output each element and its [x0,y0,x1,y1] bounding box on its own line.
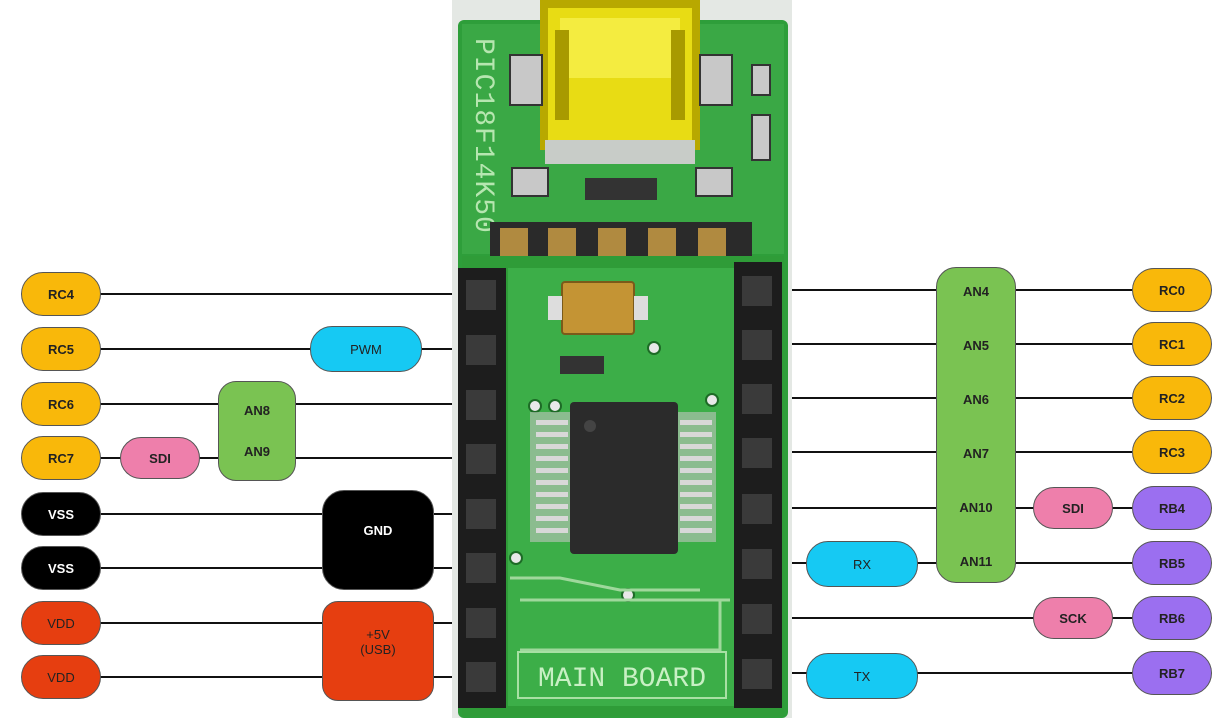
function-an6: AN6 [962,392,989,407]
pin-label-rb4: RB4 [1132,486,1212,530]
function-power-line2: (USB) [360,642,396,657]
function-pwm: PWM [310,326,422,372]
capacitor [561,281,635,335]
function-an5: AN5 [962,338,989,353]
function-an9: AN9 [243,444,270,459]
usb-pads [509,54,771,197]
pin-label-rc6: RC6 [21,382,101,426]
right-header-pins [734,262,782,708]
pin-label-rb6: RB6 [1132,596,1212,640]
function-an11: AN11 [959,554,993,569]
function-an7: AN7 [962,446,989,461]
pin-label-vss-1: VSS [21,492,101,536]
pin-label-vdd-2: VDD [21,655,101,699]
function-an10: AN10 [959,500,993,515]
function-power: +5V (USB) [322,601,434,701]
function-gnd: GND [322,490,434,590]
function-sdi-left: SDI [120,437,200,479]
chip-label: PIC18F14K50 [467,38,498,234]
pin-label-rc1: RC1 [1132,322,1212,366]
pin-label-rc4: RC4 [21,272,101,316]
pin-label-rb7: RB7 [1132,651,1212,695]
board-label: MAIN BOARD [538,664,706,695]
usb-connector [540,0,700,164]
pin-label-rb5: RB5 [1132,541,1212,585]
function-an8: AN8 [243,403,270,418]
pin-label-vdd-1: VDD [21,601,101,645]
function-an4: AN4 [962,284,989,299]
pin-label-rc3: RC3 [1132,430,1212,474]
pin-label-rc7: RC7 [21,436,101,480]
function-analog-group: AN4 AN5 AN6 AN7 AN10 AN11 [936,267,1016,583]
top-header-pins [490,222,752,262]
pin-label-vss-2: VSS [21,546,101,590]
function-an8-an9: AN8 AN9 [218,381,296,481]
function-sck: SCK [1033,597,1113,639]
pin-label-rc2: RC2 [1132,376,1212,420]
function-power-line1: +5V [366,627,390,642]
pin-label-rc5: RC5 [21,327,101,371]
function-tx: TX [806,653,918,699]
left-header-pins [458,268,506,708]
pin-label-rc0: RC0 [1132,268,1212,312]
function-gnd-label: GND [363,522,393,538]
function-sdi-right: SDI [1033,487,1113,529]
function-rx: RX [806,541,918,587]
